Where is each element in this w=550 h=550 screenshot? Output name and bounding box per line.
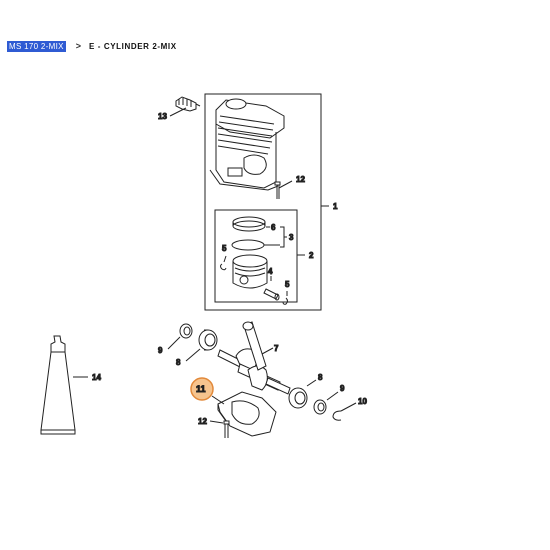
spark-plug-part bbox=[175, 96, 201, 112]
leader-13 bbox=[169, 107, 187, 117]
callout-5-right[interactable]: 5 bbox=[285, 280, 291, 290]
callout-14[interactable]: 14 bbox=[92, 373, 102, 383]
callout-11-highlight[interactable] bbox=[190, 377, 214, 401]
callout-3[interactable]: 3 bbox=[289, 233, 295, 243]
leader-11 bbox=[211, 395, 225, 405]
assembly-box-piston bbox=[214, 209, 298, 303]
callout-2[interactable]: 2 bbox=[309, 251, 315, 261]
breadcrumb-current-section: E - CYLINDER 2-MIX bbox=[89, 41, 177, 51]
callout-1[interactable]: 1 bbox=[333, 202, 339, 212]
circlip-10-part bbox=[332, 410, 342, 421]
oil-seal-right-part bbox=[313, 399, 327, 415]
bracket-3 bbox=[280, 226, 285, 248]
ball-bearing-left-part bbox=[198, 329, 218, 351]
cylinder-part bbox=[209, 98, 285, 191]
piston-ring-2-part bbox=[231, 239, 265, 251]
callout-5-left[interactable]: 5 bbox=[222, 244, 228, 254]
piston-part bbox=[232, 254, 268, 289]
leader-12-top bbox=[278, 180, 293, 189]
ball-bearing-right-part bbox=[288, 387, 308, 409]
callout-11[interactable]: 11 bbox=[196, 384, 207, 395]
piston-pin-part bbox=[263, 288, 280, 301]
callout-4[interactable]: 4 bbox=[268, 267, 274, 277]
callout-9-right[interactable]: 9 bbox=[340, 384, 346, 394]
piston-ring-part bbox=[232, 216, 266, 232]
callout-12-top[interactable]: 12 bbox=[296, 175, 306, 185]
callout-8-right[interactable]: 8 bbox=[318, 373, 324, 383]
breadcrumb: MS 170 2-MIX > E - CYLINDER 2-MIX bbox=[7, 40, 177, 52]
callout-6[interactable]: 6 bbox=[271, 223, 277, 233]
breadcrumb-model-link[interactable]: MS 170 2-MIX bbox=[7, 40, 66, 52]
cylinder-screw-part bbox=[274, 181, 281, 199]
crankcase-screw-part bbox=[223, 420, 230, 438]
callout-13[interactable]: 13 bbox=[158, 112, 168, 122]
circlip-left-part bbox=[220, 263, 227, 271]
callout-12-bottom[interactable]: 12 bbox=[198, 417, 208, 427]
crankshaft-part bbox=[217, 321, 291, 395]
grease-tube-part bbox=[40, 335, 76, 435]
oil-seal-left-part bbox=[179, 323, 193, 339]
breadcrumb-separator: > bbox=[75, 41, 81, 51]
callout-10[interactable]: 10 bbox=[358, 397, 368, 407]
circlip-right-part bbox=[282, 297, 288, 305]
callout-7[interactable]: 7 bbox=[274, 344, 280, 354]
callout-9-left[interactable]: 9 bbox=[158, 346, 164, 356]
crankcase-part bbox=[217, 391, 277, 437]
assembly-box-cylinder bbox=[204, 93, 322, 311]
callout-8-left[interactable]: 8 bbox=[176, 358, 182, 368]
